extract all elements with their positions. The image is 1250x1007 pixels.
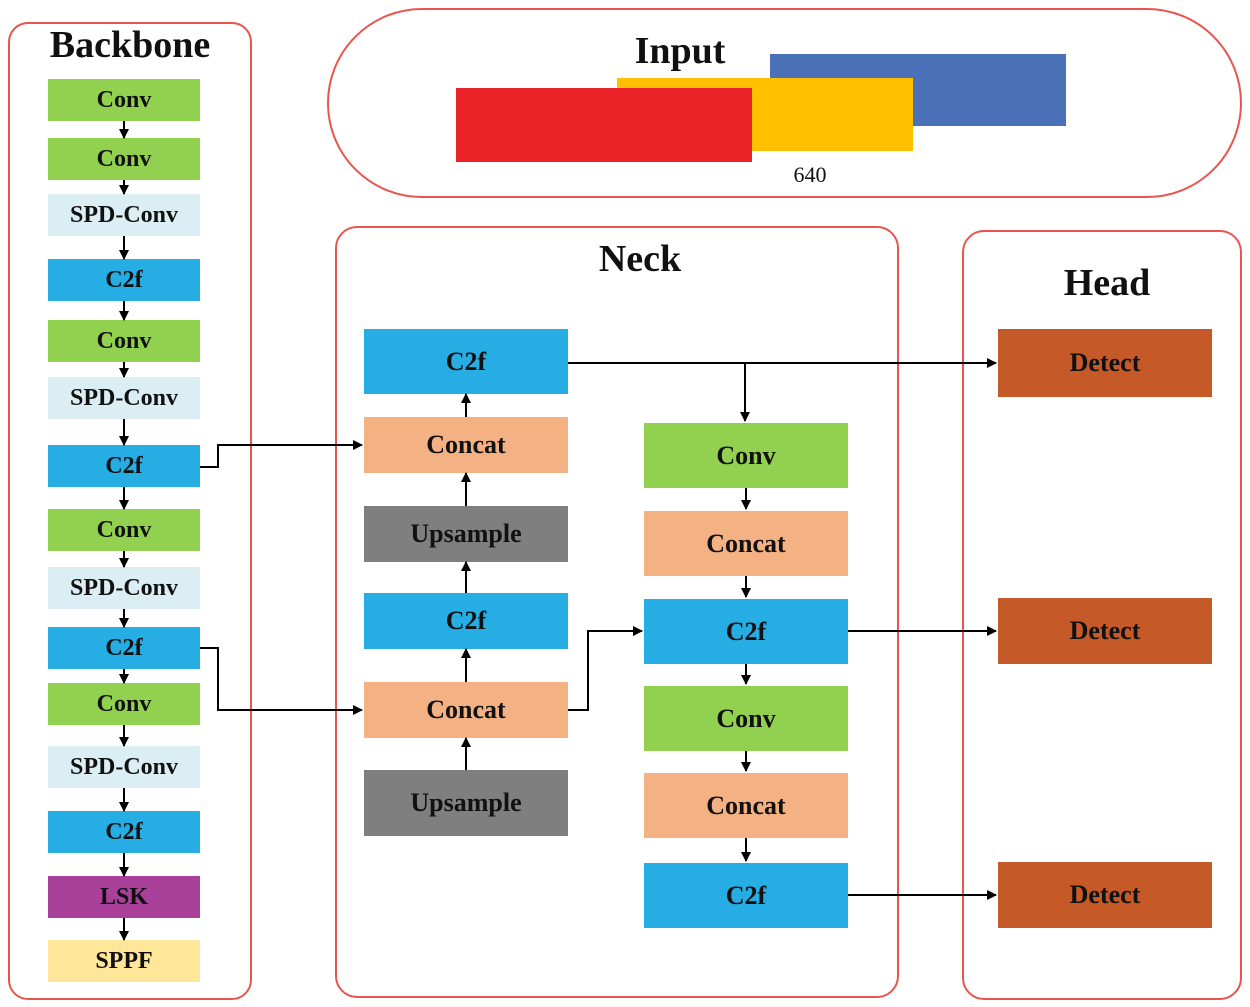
head-detect-3: Detect <box>998 862 1212 928</box>
neck-right-block-6-c2f-label: C2f <box>725 880 767 910</box>
backbone-block-11-conv: Conv <box>48 683 200 725</box>
neck-right-block-5-concat-label: Concat <box>706 790 786 820</box>
neck-right-block-1-conv-label: Conv <box>716 440 776 470</box>
backbone-block-7-c2f-label: C2f <box>105 452 143 479</box>
arrow-22 <box>568 626 643 711</box>
backbone-block-7-c2f: C2f <box>48 445 200 487</box>
neck-left-block-1-c2f: C2f <box>364 329 568 394</box>
neck-left-block-3-upsample: Upsample <box>364 506 568 562</box>
backbone-block-3-spd-conv-label: SPD-Conv <box>69 201 178 228</box>
backbone-block-10-c2f-label: C2f <box>105 634 143 661</box>
backbone-block-10-c2f: C2f <box>48 627 200 669</box>
backbone-title: Backbone <box>49 24 211 66</box>
backbone-block-15-sppf-label: SPPF <box>95 947 153 974</box>
neck-left-block-6-upsample: Upsample <box>364 770 568 836</box>
neck-right-block-2-concat: Concat <box>644 511 848 576</box>
backbone-block-1-conv: Conv <box>48 79 200 121</box>
neck-left-block-1-c2f-label: C2f <box>445 346 487 376</box>
backbone-block-1-conv-label: Conv <box>96 86 152 113</box>
backbone-block-5-conv-label: Conv <box>96 327 152 354</box>
head-detect-1-label: Detect <box>1069 348 1141 377</box>
neck-right-block-5-concat: Concat <box>644 773 848 838</box>
neck-right-block-3-c2f-label: C2f <box>725 616 767 646</box>
neck-left-block-2-concat: Concat <box>364 417 568 473</box>
backbone-block-2-conv-label: Conv <box>96 145 152 172</box>
neck-right-block-4-conv: Conv <box>644 686 848 751</box>
input-panel <box>327 8 1242 198</box>
neck-title: Neck <box>598 238 682 280</box>
backbone-block-14-lsk-label: LSK <box>99 883 149 910</box>
head-detect-2-label: Detect <box>1069 616 1141 645</box>
backbone-block-9-spd-conv: SPD-Conv <box>48 567 200 609</box>
backbone-panel <box>8 22 252 1000</box>
head-panel <box>962 230 1242 1000</box>
backbone-block-14-lsk: LSK <box>48 876 200 918</box>
input-channel-red <box>456 88 752 162</box>
neck-right-block-6-c2f: C2f <box>644 863 848 928</box>
backbone-block-6-spd-conv: SPD-Conv <box>48 377 200 419</box>
neck-right-block-1-conv: Conv <box>644 423 848 488</box>
backbone-block-13-c2f: C2f <box>48 811 200 853</box>
backbone-block-3-spd-conv: SPD-Conv <box>48 194 200 236</box>
neck-right-block-2-concat-label: Concat <box>706 528 786 558</box>
backbone-block-9-spd-conv-label: SPD-Conv <box>69 574 178 601</box>
arrow-16 <box>200 647 363 715</box>
input-size-label: 640 <box>793 162 827 187</box>
neck-panel <box>335 226 899 998</box>
backbone-block-6-spd-conv-label: SPD-Conv <box>69 384 178 411</box>
backbone-block-8-conv: Conv <box>48 509 200 551</box>
backbone-block-15-sppf: SPPF <box>48 940 200 982</box>
neck-left-block-4-c2f-label: C2f <box>445 606 487 635</box>
neck-right-block-4-conv-label: Conv <box>716 703 776 733</box>
backbone-block-4-c2f: C2f <box>48 259 200 301</box>
arrow-15 <box>200 440 363 468</box>
neck-right-block-3-c2f: C2f <box>644 599 848 664</box>
neck-left-block-3-upsample-label: Upsample <box>410 519 522 548</box>
neck-left-block-4-c2f: C2f <box>364 593 568 649</box>
backbone-block-5-conv: Conv <box>48 320 200 362</box>
backbone-block-4-c2f-label: C2f <box>105 266 143 293</box>
neck-left-block-5-concat: Concat <box>364 682 568 738</box>
backbone-block-12-spd-conv: SPD-Conv <box>48 746 200 788</box>
head-detect-3-label: Detect <box>1069 880 1141 909</box>
backbone-block-8-conv-label: Conv <box>96 516 152 543</box>
neck-left-block-5-concat-label: Concat <box>426 695 506 724</box>
input-title: Input <box>634 30 726 72</box>
neck-left-block-2-concat-label: Concat <box>426 430 506 459</box>
head-detect-1: Detect <box>998 329 1212 397</box>
backbone-block-13-c2f-label: C2f <box>105 818 143 845</box>
head-detect-2: Detect <box>998 598 1212 664</box>
backbone-block-12-spd-conv-label: SPD-Conv <box>69 753 178 780</box>
backbone-block-2-conv: Conv <box>48 138 200 180</box>
backbone-block-11-conv-label: Conv <box>96 690 152 717</box>
neck-left-block-6-upsample-label: Upsample <box>410 788 522 817</box>
head-title: Head <box>1063 262 1151 304</box>
